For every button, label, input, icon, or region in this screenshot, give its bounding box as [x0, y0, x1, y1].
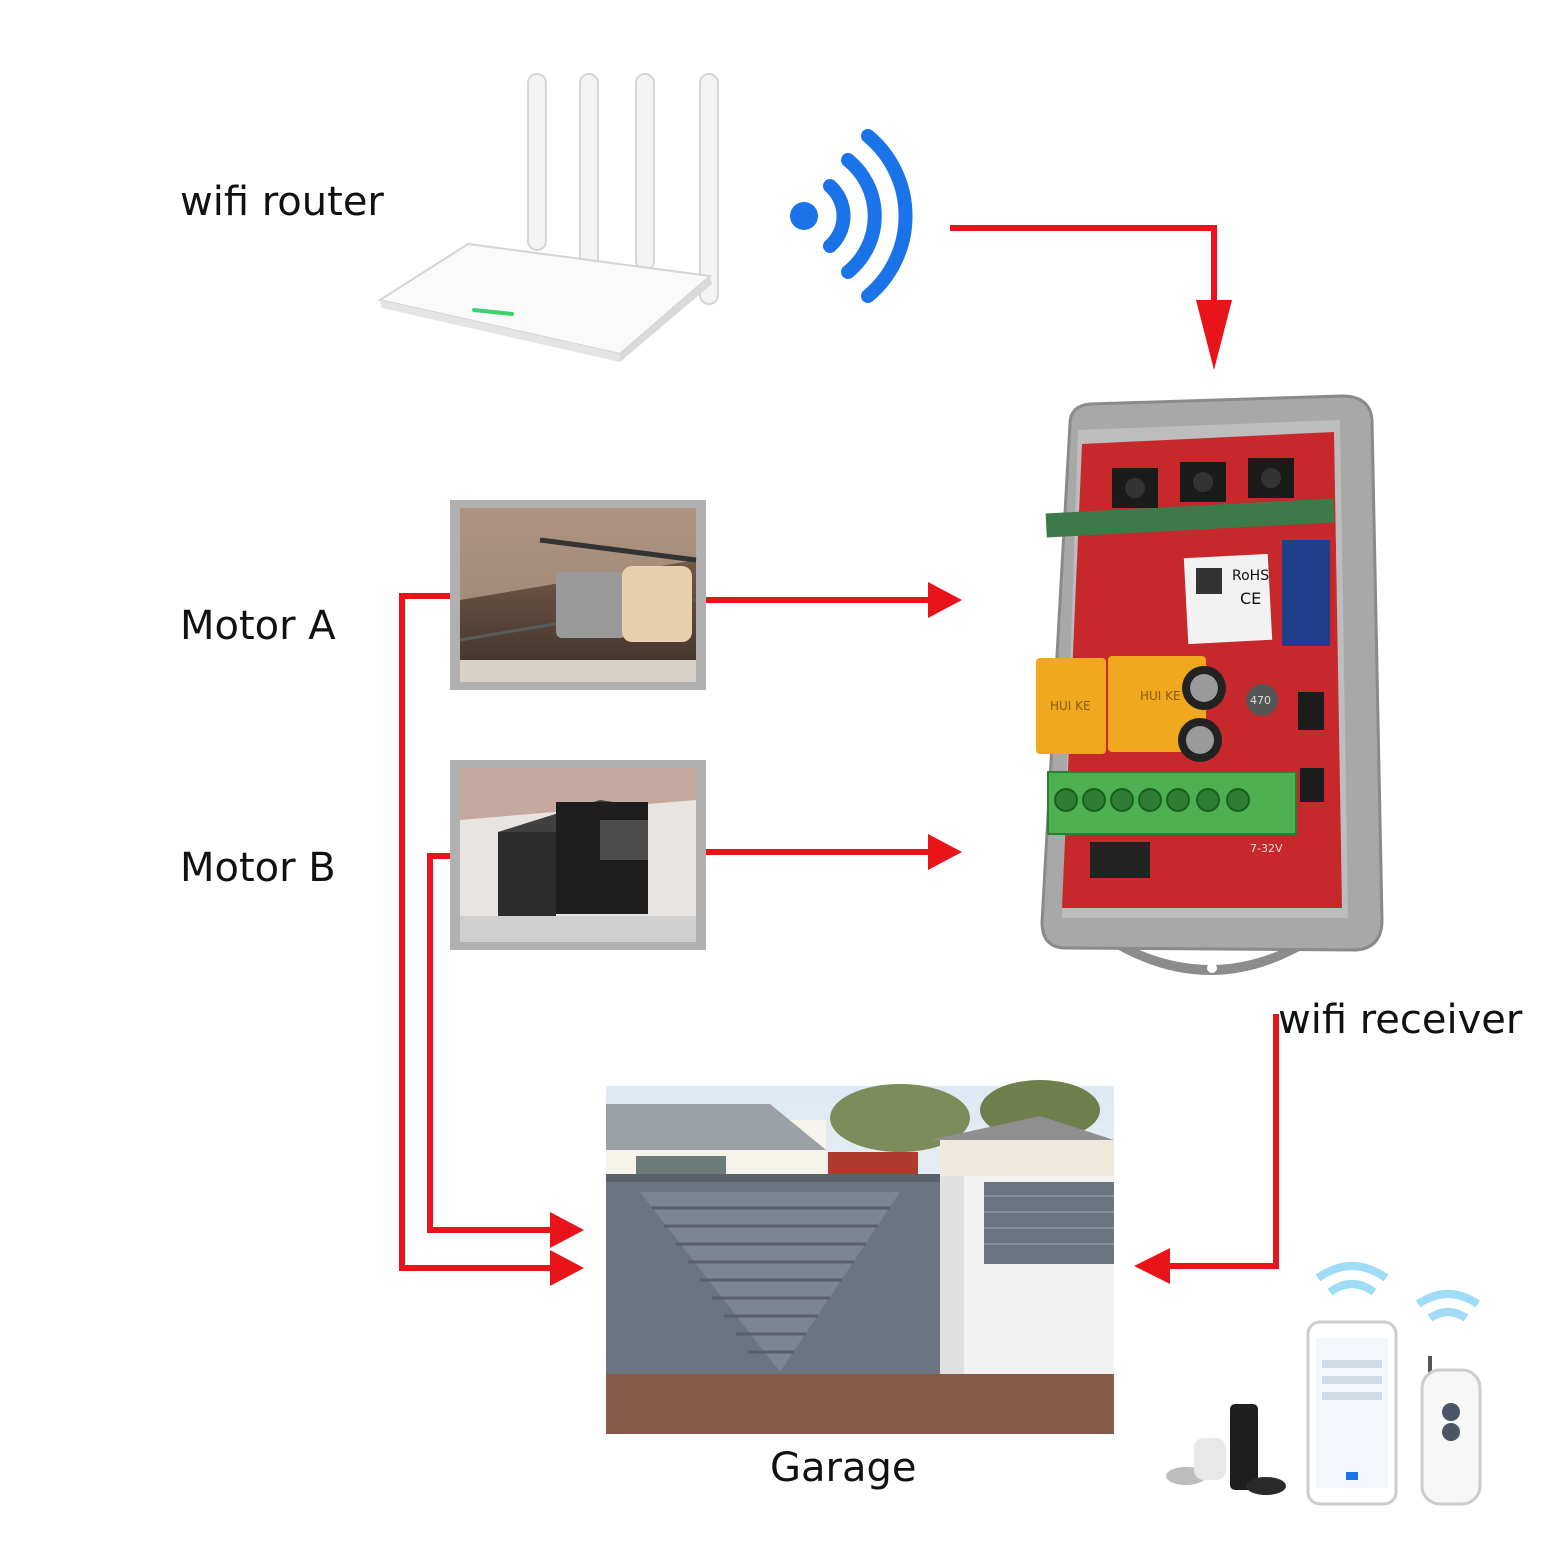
arrows	[399, 225, 1279, 1286]
label-motor-a: Motor A	[180, 603, 336, 649]
arrowhead	[550, 1212, 584, 1248]
phone-app-icon	[1306, 1262, 1398, 1506]
remote-control-icon	[1415, 1290, 1482, 1506]
motor-b-photo	[450, 760, 706, 950]
cap-label: 470	[1250, 694, 1271, 707]
pcb-buttons	[1112, 458, 1294, 508]
label-wifi-router: wifi router	[180, 179, 384, 225]
relay1-label: HUI KE	[1050, 699, 1091, 713]
arrowhead	[550, 1250, 584, 1286]
arrowhead	[1196, 300, 1232, 370]
receiver-board-icon: RoHS CE HUI KE HUI KE 470 7-32V	[1036, 394, 1384, 975]
label-motor-b: Motor B	[180, 845, 336, 891]
motor-a-photo	[450, 500, 706, 690]
label-garage: Garage	[770, 1445, 917, 1491]
arrowhead	[928, 582, 962, 618]
relay2-label: HUI KE	[1140, 689, 1181, 703]
ce-mark: CE	[1240, 589, 1261, 608]
terminal-screws	[1054, 788, 1250, 812]
arrowhead	[928, 834, 962, 870]
router-icon	[377, 73, 719, 362]
arrow-wifi-to-receiver	[950, 225, 1217, 330]
label-wifi-receiver: wifi receiver	[1278, 997, 1523, 1043]
rohs-mark: RoHS	[1232, 568, 1269, 584]
voltage-label: 7-32V	[1250, 842, 1283, 855]
garage-photo	[606, 1080, 1114, 1434]
arrow-receiver-to-garage	[1168, 1014, 1279, 1269]
wifi-signal-icon	[790, 129, 913, 303]
arrow-motor-a-to-garage	[399, 593, 552, 1271]
arrow-motor-b-to-garage	[427, 853, 552, 1233]
arrowhead	[1134, 1248, 1170, 1284]
smart-speaker-icon	[1166, 1404, 1286, 1495]
